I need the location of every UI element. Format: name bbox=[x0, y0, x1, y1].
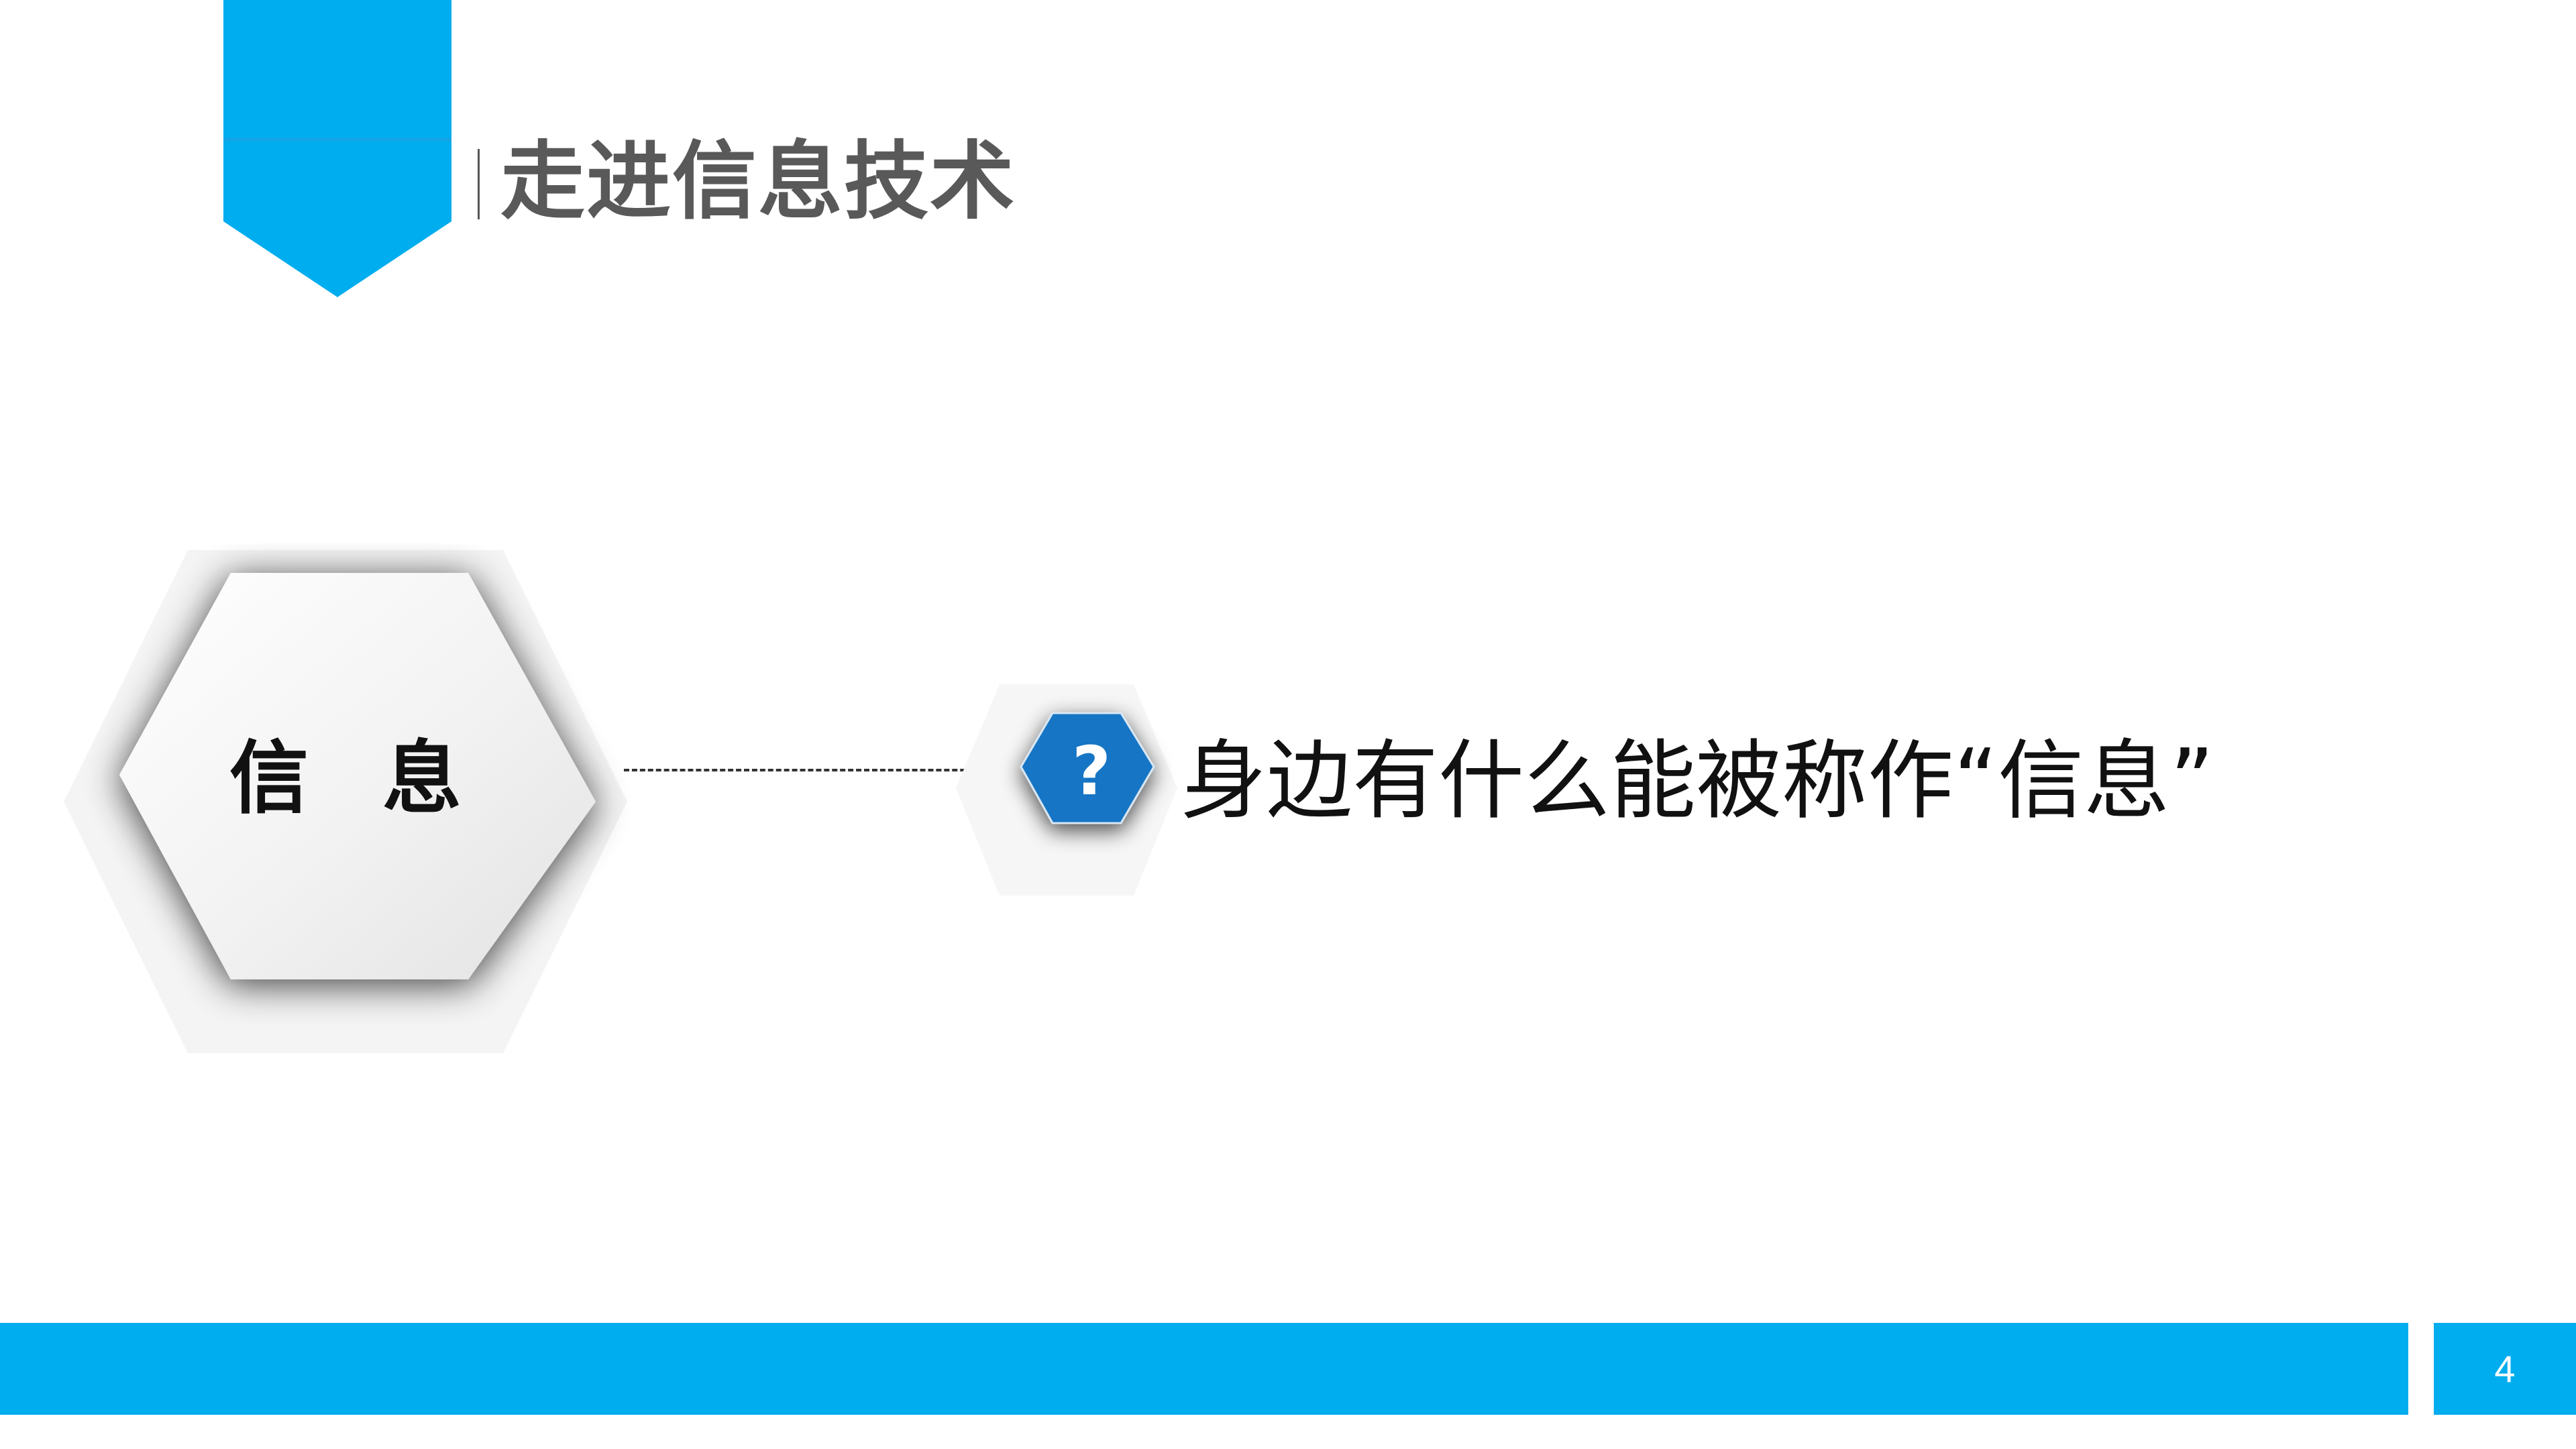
footer-bar bbox=[0, 1323, 2408, 1415]
info-hexagon bbox=[60, 543, 631, 1060]
title-divider bbox=[478, 149, 480, 219]
question-text: 身边有什么能被称作“信息” bbox=[1181, 731, 2214, 831]
question-mark-icon: ? bbox=[1071, 732, 1111, 810]
page-title: 走进信息技术 bbox=[500, 132, 1016, 231]
page-number: 4 bbox=[2494, 1348, 2516, 1390]
page-number-box: 4 bbox=[2434, 1323, 2576, 1415]
banner-tab-decoration bbox=[223, 0, 451, 297]
dashed-connector bbox=[624, 769, 989, 771]
question-hexagon bbox=[953, 681, 1181, 902]
info-hexagon-label: 信息 bbox=[229, 732, 535, 824]
